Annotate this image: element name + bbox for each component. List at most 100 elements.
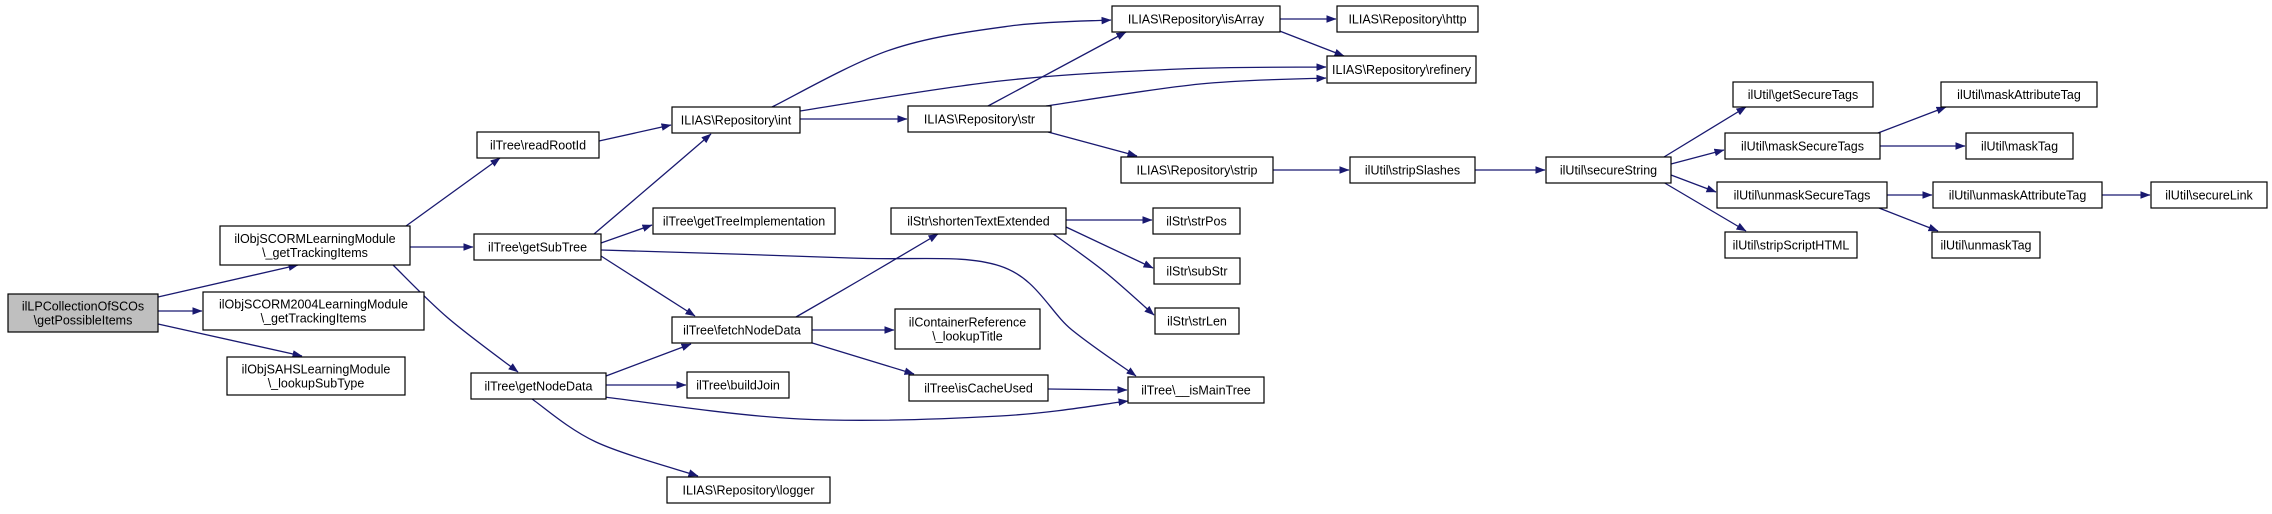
node-box-maskSecureTags [1724, 132, 1881, 160]
node-box-subStr [1153, 257, 1241, 285]
node-secureString[interactable]: ilUtil\secureString [1545, 156, 1672, 184]
node-scorm2004GetTrackingItems[interactable]: ilObjSCORM2004LearningModule\_getTrackin… [202, 291, 425, 331]
node-repoStrip[interactable]: ILIAS\Repository\strip [1120, 156, 1274, 184]
node-getTreeImplementation[interactable]: ilTree\getTreeImplementation [652, 207, 836, 235]
edge-isCacheUsed-isMainTree [1047, 386, 1128, 394]
edge-getPossibleItems-scormGetTrackingItems [157, 263, 299, 298]
node-getPossibleItems[interactable]: ilLPCollectionOfSCOs\getPossibleItems [7, 293, 159, 333]
node-strLen[interactable]: ilStr\strLen [1154, 307, 1240, 335]
node-maskTag[interactable]: ilUtil\maskTag [1965, 132, 2074, 160]
edge-shortenTextExtended-strLen [1051, 232, 1155, 316]
edge-maskSecureTags-maskAttributeTag [1877, 106, 1947, 134]
node-maskSecureTags[interactable]: ilUtil\maskSecureTags [1724, 132, 1881, 160]
node-label-scorm2004GetTrackingItems: ilObjSCORM2004LearningModule\_getTrackin… [219, 297, 408, 325]
node-box-getSubTree [473, 233, 602, 261]
node-label-scormGetTrackingItems: ilObjSCORMLearningModule\_getTrackingIte… [234, 232, 395, 260]
edge-repoStr-repoRefinery [1045, 74, 1327, 107]
node-label-secureLink: ilUtil\secureLink [2165, 188, 2253, 202]
node-label-shortenTextExtended: ilStr\shortenTextExtended [907, 214, 1049, 228]
node-label-unmaskAttributeTag: ilUtil\unmaskAttributeTag [1949, 188, 2087, 202]
node-box-repoRefinery [1326, 55, 1477, 84]
node-box-strPos [1152, 207, 1241, 235]
node-label-unmaskSecureTags: ilUtil\unmaskSecureTags [1734, 188, 1871, 202]
node-getNodeData[interactable]: ilTree\getNodeData [470, 372, 607, 400]
node-maskAttributeTag[interactable]: ilUtil\maskAttributeTag [1940, 81, 2098, 108]
edge-getSubTree-getTreeImplementation [600, 224, 653, 244]
node-repoInt[interactable]: ILIAS\Repository\int [671, 106, 801, 134]
edge-getSubTree-isMainTree [600, 249, 1137, 377]
node-label-getSubTree: ilTree\getSubTree [488, 240, 587, 254]
node-readRootId[interactable]: ilTree\readRootId [476, 131, 600, 159]
node-label-buildJoin: ilTree\buildJoin [696, 378, 780, 392]
node-sahsLookupSubType[interactable]: ilObjSAHSLearningModule\_lookupSubType [226, 356, 406, 396]
node-strPos[interactable]: ilStr\strPos [1152, 207, 1241, 235]
node-label-getNodeData: ilTree\getNodeData [485, 379, 593, 393]
node-repoStr[interactable]: ILIAS\Repository\str [907, 105, 1052, 133]
node-label-repoInt: ILIAS\Repository\int [681, 113, 792, 127]
node-box-shortenTextExtended [890, 207, 1067, 235]
node-box-isMainTree [1127, 376, 1265, 404]
node-secureLink[interactable]: ilUtil\secureLink [2150, 181, 2268, 209]
node-box-repoHttp [1336, 5, 1479, 33]
node-label-stripSlashes: ilUtil\stripSlashes [1365, 163, 1460, 177]
node-box-repoInt [671, 106, 801, 134]
node-label-strPos: ilStr\strPos [1166, 214, 1226, 228]
node-label-getTreeImplementation: ilTree\getTreeImplementation [663, 214, 825, 228]
node-repoHttp[interactable]: ILIAS\Repository\http [1336, 5, 1479, 33]
node-fetchNodeData[interactable]: ilTree\fetchNodeData [671, 316, 813, 344]
node-box-strLen [1154, 307, 1240, 335]
edge-secureString-getSecureTags [1663, 106, 1747, 158]
node-box-maskAttributeTag [1940, 81, 2098, 108]
node-isCacheUsed[interactable]: ilTree\isCacheUsed [908, 374, 1049, 402]
edge-getPossibleItems-sahsLookupSubType [157, 323, 303, 358]
node-box-getPossibleItems [7, 293, 159, 333]
edge-scormGetTrackingItems-getNodeData [392, 264, 519, 373]
node-stripSlashes[interactable]: ilUtil\stripSlashes [1349, 156, 1476, 184]
node-subStr[interactable]: ilStr\subStr [1153, 257, 1241, 285]
node-box-isCacheUsed [908, 374, 1049, 402]
node-repoIsArray[interactable]: ILIAS\Repository\isArray [1111, 5, 1281, 33]
edge-repoInt-repoIsArray [771, 16, 1112, 108]
node-label-lookupTitle: ilContainerReference\_lookupTitle [909, 315, 1026, 343]
edge-fetchNodeData-shortenTextExtended [795, 233, 939, 318]
node-box-maskTag [1965, 132, 2074, 160]
node-box-scormGetTrackingItems [219, 225, 411, 266]
node-label-getSecureTags: ilUtil\getSecureTags [1748, 88, 1858, 102]
node-lookupTitle[interactable]: ilContainerReference\_lookupTitle [894, 308, 1041, 350]
node-isMainTree[interactable]: ilTree\__isMainTree [1127, 376, 1265, 404]
node-label-maskSecureTags: ilUtil\maskSecureTags [1741, 139, 1864, 153]
node-box-unmaskAttributeTag [1932, 181, 2103, 209]
node-box-stripSlashes [1349, 156, 1476, 184]
edge-readRootId-repoInt [598, 123, 672, 142]
edge-secureString-stripScriptHTML [1662, 181, 1747, 232]
node-stripScriptHTML[interactable]: ilUtil\stripScriptHTML [1724, 231, 1858, 259]
node-unmaskTag[interactable]: ilUtil\unmaskTag [1931, 231, 2041, 259]
node-scormGetTrackingItems[interactable]: ilObjSCORMLearningModule\_getTrackingIte… [219, 225, 411, 266]
edge-unmaskSecureTags-unmaskTag [1878, 207, 1939, 232]
node-unmaskAttributeTag[interactable]: ilUtil\unmaskAttributeTag [1932, 181, 2103, 209]
node-label-secureString: ilUtil\secureString [1560, 163, 1657, 177]
node-shortenTextExtended[interactable]: ilStr\shortenTextExtended [890, 207, 1067, 235]
node-unmaskSecureTags[interactable]: ilUtil\unmaskSecureTags [1716, 181, 1888, 209]
node-box-unmaskSecureTags [1716, 181, 1888, 209]
node-repoRefinery[interactable]: ILIAS\Repository\refinery [1326, 55, 1477, 84]
node-getSubTree[interactable]: ilTree\getSubTree [473, 233, 602, 261]
node-label-repoIsArray: ILIAS\Repository\isArray [1128, 12, 1265, 26]
node-label-repoLogger: ILIAS\Repository\logger [682, 483, 814, 497]
node-repoLogger[interactable]: ILIAS\Repository\logger [666, 476, 831, 504]
node-label-maskAttributeTag: ilUtil\maskAttributeTag [1957, 88, 2081, 102]
node-box-getSecureTags [1732, 81, 1874, 108]
node-getSecureTags[interactable]: ilUtil\getSecureTags [1732, 81, 1874, 108]
node-label-getPossibleItems: ilLPCollectionOfSCOs\getPossibleItems [22, 299, 144, 327]
node-label-subStr: ilStr\subStr [1166, 264, 1227, 278]
edge-getSubTree-repoInt [593, 133, 712, 235]
node-box-secureLink [2150, 181, 2268, 209]
node-label-stripScriptHTML: ilUtil\stripScriptHTML [1733, 238, 1850, 252]
node-buildJoin[interactable]: ilTree\buildJoin [686, 371, 790, 399]
edge-fetchNodeData-isCacheUsed [808, 341, 915, 375]
edge-getNodeData-repoLogger [531, 398, 699, 477]
node-box-stripScriptHTML [1724, 231, 1858, 259]
node-box-getNodeData [470, 372, 607, 400]
